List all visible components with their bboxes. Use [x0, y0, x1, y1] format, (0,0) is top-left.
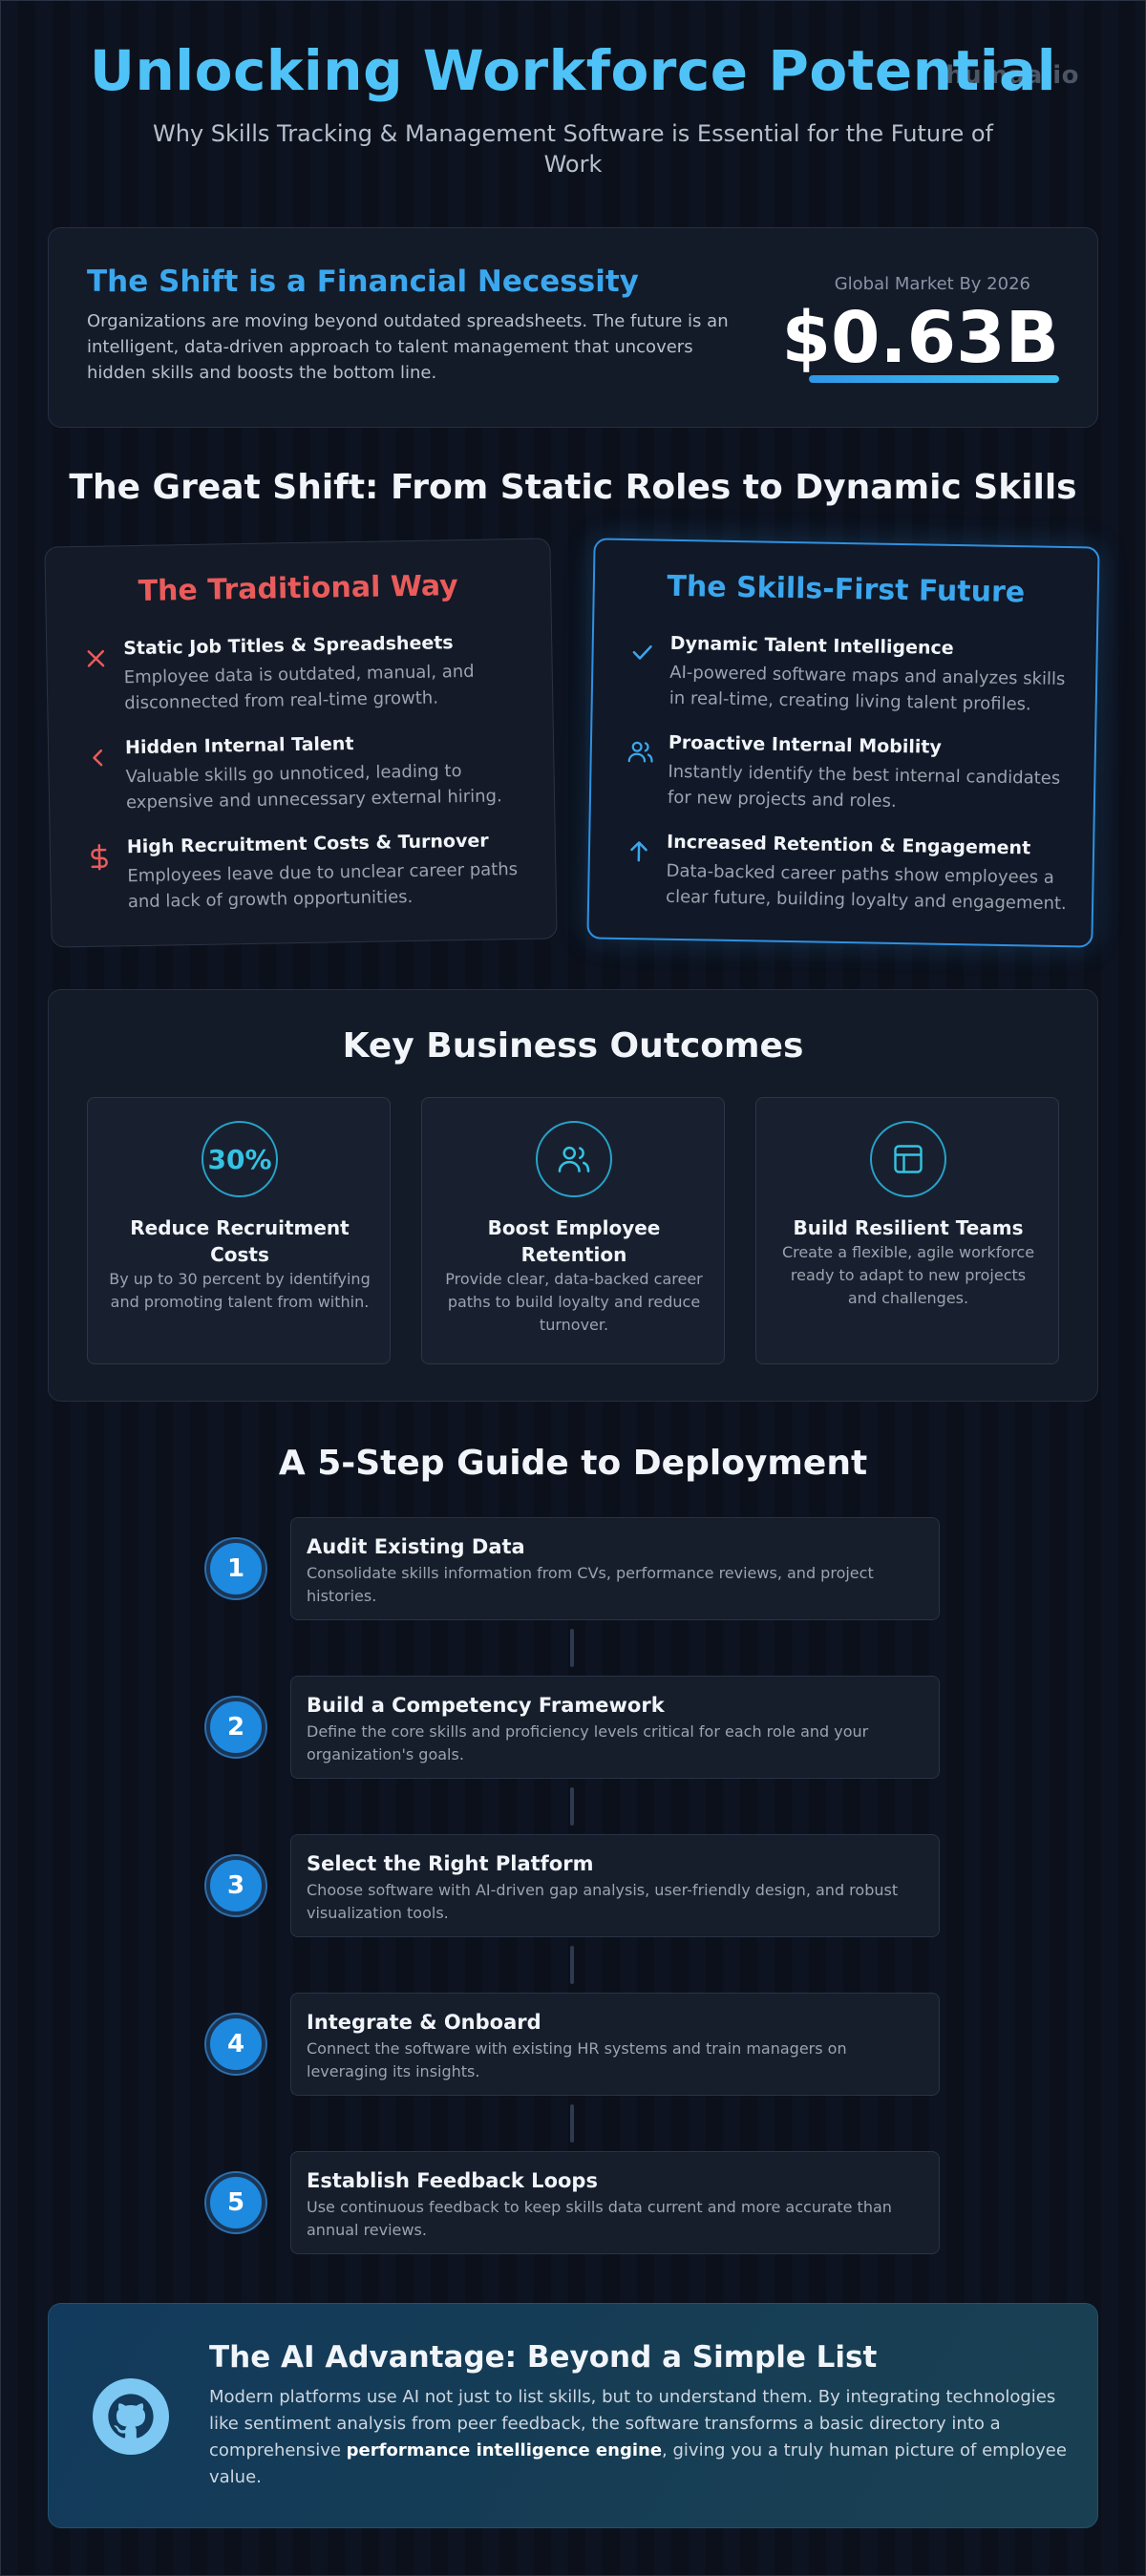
users-icon [536, 1121, 612, 1197]
step-number: 3 [206, 1856, 265, 1915]
page-subtitle: Why Skills Tracking & Management Softwar… [153, 120, 993, 178]
step-card: Select the Right Platform Choose softwar… [290, 1834, 940, 1937]
ai-text-end: , giving you a truly human picture of em… [209, 2440, 1067, 2487]
outcome-title: Build Resilient Teams [793, 1216, 1024, 1239]
traditional-item: Hidden Internal Talent Valuable skills g… [83, 730, 524, 834]
future-item-title: Dynamic Talent Intelligence [669, 632, 954, 660]
future-item: Increased Retention & Engagement Data-ba… [624, 831, 1067, 934]
traditional-item-text: Valuable skills go unnoticed, leading to… [125, 761, 502, 813]
financial-heading: The Shift is a Financial Necessity [87, 264, 639, 299]
page-title: Unlocking Workforce Potential [89, 38, 1057, 103]
step-number: 4 [206, 2015, 265, 2074]
ai-text-highlight: performance intelligence engine [346, 2440, 663, 2460]
check-icon [632, 644, 652, 660]
outcome-card: Build Resilient Teams Create a flexible,… [755, 1097, 1059, 1364]
arrow-up-icon [630, 841, 647, 862]
traditional-item-title: Hidden Internal Talent [124, 733, 354, 759]
future-item: Dynamic Talent Intelligence AI-powered s… [626, 632, 1068, 735]
chevron-left-icon [93, 749, 103, 767]
step-number: 5 [206, 2173, 265, 2232]
percent-badge: 30% [202, 1121, 278, 1197]
shift-heading: The Great Shift: From Static Roles to Dy… [69, 468, 1077, 507]
step-title: Audit Existing Data [307, 1535, 525, 1558]
guide-heading: A 5-Step Guide to Deployment [278, 1444, 868, 1483]
step-title: Build a Competency Framework [307, 1694, 665, 1717]
step-number: 1 [206, 1539, 265, 1598]
market-stat-label: Global Market By 2026 [834, 274, 1030, 294]
future-item-title: Proactive Internal Mobility [668, 731, 943, 758]
x-icon [87, 649, 105, 667]
step-card: Integrate & Onboard Connect the software… [290, 1993, 940, 2096]
traditional-item: High Recruitment Costs & Turnover Employ… [85, 830, 526, 933]
github-icon [93, 2378, 169, 2455]
step-text: Use continuous feedback to keep skills d… [307, 2198, 892, 2239]
step-connector [570, 1946, 574, 1984]
outcome-text: Provide clear, data-backed career paths … [445, 1270, 703, 1334]
stat-underline [809, 375, 1059, 383]
watermark: humaa.io [945, 61, 1079, 90]
future-heading: The Skills-First Future [667, 569, 1026, 610]
ai-text-start: Modern platforms use AI not just to list… [209, 2387, 1056, 2460]
layout-icon [870, 1121, 946, 1197]
financial-text: Organizations are moving beyond outdated… [87, 311, 729, 383]
traditional-item-title: High Recruitment Costs & Turnover [126, 830, 489, 858]
outcome-title: Boost Employee Retention [487, 1216, 661, 1266]
ai-advantage-card: The AI Advantage: Beyond a Simple List M… [48, 2303, 1098, 2528]
traditional-item: Static Job Titles & Spreadsheets Employe… [81, 631, 522, 734]
outcome-card: Boost Employee Retention Provide clear, … [421, 1097, 725, 1364]
percent-badge-value: 30% [207, 1143, 272, 1175]
step-text: Choose software with AI-driven gap analy… [307, 1881, 899, 1922]
ai-text: Modern platforms use AI not just to list… [209, 2384, 1069, 2491]
users-icon [627, 741, 653, 763]
skills-first-card: The Skills-First Future Dynamic Talent I… [586, 538, 1100, 948]
outcome-text: By up to 30 percent by identifying and p… [109, 1270, 371, 1311]
step-connector [570, 2104, 574, 2143]
outcome-text: Create a flexible, agile workforce ready… [781, 1243, 1035, 1307]
step-title: Establish Feedback Loops [307, 2169, 598, 2192]
future-item-text: Instantly identify the best internal can… [667, 761, 1061, 812]
traditional-item-text: Employees leave due to unclear career pa… [127, 859, 519, 913]
market-stat-value: $0.63B [781, 297, 1059, 379]
traditional-item-title: Static Job Titles & Spreadsheets [123, 632, 454, 660]
step-title: Select the Right Platform [307, 1852, 594, 1875]
step-card: Build a Competency Framework Define the … [290, 1676, 940, 1779]
step-title: Integrate & Onboard [307, 2011, 541, 2034]
traditional-item-text: Employee data is outdated, manual, and d… [123, 661, 475, 714]
dollar-icon [91, 843, 108, 871]
ai-heading: The AI Advantage: Beyond a Simple List [209, 2340, 878, 2375]
outcomes-card: Key Business Outcomes 30% Reduce Recruit… [48, 989, 1098, 1402]
future-item: Proactive Internal Mobility Instantly id… [625, 731, 1066, 834]
step-text: Consolidate skills information from CVs,… [307, 1564, 874, 1605]
outcome-title: Reduce Recruitment Costs [130, 1216, 350, 1266]
future-item-text: Data-backed career paths show employees … [665, 860, 1067, 915]
outcome-card: 30% Reduce Recruitment Costs By up to 30… [87, 1097, 391, 1364]
step-text: Define the core skills and proficiency l… [307, 1722, 869, 1763]
outcomes-heading: Key Business Outcomes [342, 1026, 804, 1066]
step-number: 2 [206, 1698, 265, 1757]
step-text: Connect the software with existing HR sy… [307, 2039, 847, 2080]
step-card: Audit Existing Data Consolidate skills i… [290, 1517, 940, 1620]
future-item-title: Increased Retention & Engagement [666, 831, 1031, 859]
step-connector [570, 1787, 574, 1826]
future-item-text: AI-powered software maps and analyzes sk… [668, 662, 1066, 715]
step-card: Establish Feedback Loops Use continuous … [290, 2151, 940, 2254]
traditional-heading: The Traditional Way [138, 569, 458, 608]
traditional-way-card: The Traditional Way Static Job Titles & … [44, 538, 558, 948]
step-connector [570, 1629, 574, 1667]
financial-card: The Shift is a Financial Necessity Organ… [48, 227, 1098, 428]
